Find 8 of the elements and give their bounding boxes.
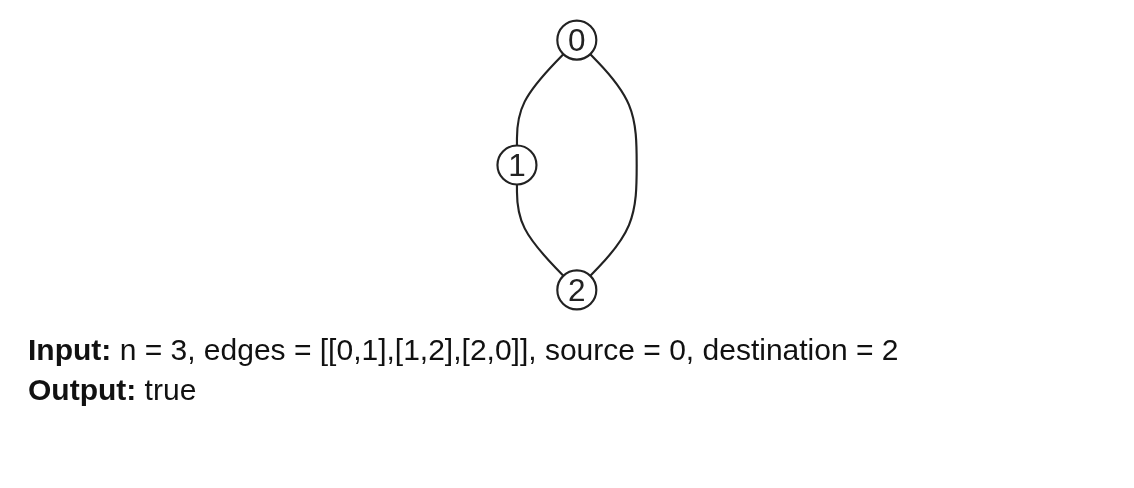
node-circle: 2 xyxy=(556,269,598,311)
connector xyxy=(515,184,565,277)
connector xyxy=(515,53,565,146)
example-text: Input: n = 3, edges = [[0,1],[1,2],[2,0]], source = 0, destination = 2 xyxy=(28,332,899,368)
connector xyxy=(589,53,638,277)
node-circle: 1 xyxy=(496,144,538,186)
example-text: Output: true xyxy=(28,372,197,408)
node-circle: 0 xyxy=(556,19,598,61)
